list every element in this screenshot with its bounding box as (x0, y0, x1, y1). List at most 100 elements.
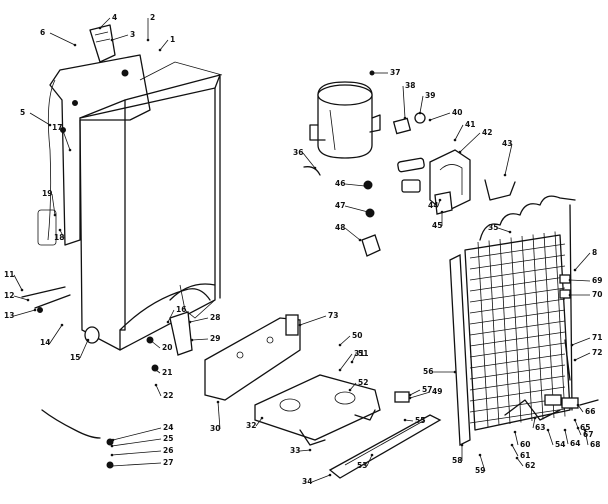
callout-number-1: 1 (170, 35, 175, 44)
leader-dot (146, 38, 150, 42)
cabinet (79, 61, 223, 351)
callout-number-43: 43 (502, 139, 512, 148)
leader-dot (568, 293, 572, 297)
leader-line (497, 227, 511, 233)
leader-dot (403, 418, 407, 422)
leader-dot (428, 118, 432, 122)
bracket-28 (146, 311, 193, 372)
callout-number-61: 61 (520, 451, 530, 460)
leader-dot (26, 298, 30, 302)
leader-line (167, 309, 175, 323)
leader-dot (20, 288, 24, 292)
callout-number-19: 19 (42, 189, 52, 198)
callout-number-57: 57 (422, 385, 432, 394)
leader-dot (453, 370, 457, 374)
callout-number-3: 3 (130, 30, 135, 39)
callout-number-42: 42 (482, 128, 492, 137)
leader-line (584, 429, 589, 446)
leader-line (577, 404, 584, 413)
leader-line (349, 382, 357, 391)
leader-line (13, 309, 36, 317)
callout-number-16: 16 (176, 305, 186, 314)
leader-dot (583, 428, 587, 432)
callout-number-32: 32 (246, 421, 256, 430)
leader-line (532, 417, 536, 429)
bracket-icon (37, 209, 57, 246)
leader-dot (154, 383, 158, 387)
mounting-plate (204, 314, 301, 401)
callout-number-27: 27 (163, 458, 173, 467)
leader-line (191, 338, 209, 341)
leader-dot (154, 368, 158, 372)
callout-number-2: 2 (150, 13, 155, 22)
leader-dot (408, 396, 412, 400)
leader-line (351, 353, 357, 363)
callout-number-34: 34 (302, 477, 312, 486)
callout-number-14: 14 (40, 338, 50, 347)
leader-line (111, 462, 162, 467)
leader-line (79, 339, 89, 359)
leader-line (574, 419, 579, 429)
callout-number-46: 46 (335, 179, 345, 188)
leader-dot (350, 360, 354, 364)
leader-dot (366, 210, 370, 214)
leader-line (366, 454, 373, 467)
rail-11 (21, 286, 71, 313)
leader-line (112, 427, 162, 441)
leader-dot (440, 210, 444, 214)
leader-line (402, 85, 406, 119)
callout-number-13: 13 (4, 311, 14, 320)
leader-line (479, 454, 486, 472)
leader-dot (363, 184, 367, 188)
callout-number-53: 53 (357, 461, 367, 470)
leader-dot (370, 453, 374, 457)
leader-line (255, 417, 263, 427)
callout-number-18: 18 (54, 233, 64, 242)
condenser (449, 195, 599, 447)
callout-layer: 1234568111213141516171819202122242526272… (4, 13, 602, 486)
leader-dot (98, 26, 102, 30)
leader-dot (110, 453, 114, 457)
leader-dot (110, 444, 114, 448)
leader-dot (503, 173, 507, 177)
callout-number-24: 24 (163, 423, 173, 432)
leader-dot (216, 400, 220, 404)
callout-number-26: 26 (163, 446, 173, 455)
leader-dot (58, 228, 62, 232)
leader-line (155, 384, 162, 397)
leader-dot (53, 213, 57, 217)
leader-line (189, 317, 209, 323)
leader-dot (563, 428, 567, 432)
callout-number-48: 48 (335, 223, 345, 232)
leader-line (404, 419, 414, 422)
callout-number-56: 56 (423, 367, 433, 376)
callout-number-12: 12 (4, 291, 14, 300)
leader-dot (298, 323, 302, 327)
leader-line (344, 227, 361, 241)
leader-line (111, 438, 162, 447)
leader-dot (328, 473, 332, 477)
leader-dot (576, 426, 580, 430)
leader-dot (570, 343, 574, 347)
leader-line (159, 39, 169, 51)
leader-line (29, 112, 51, 126)
leader-dot (408, 393, 412, 397)
leader-dot (33, 308, 37, 312)
leader-dot (460, 443, 464, 447)
leader-line (547, 429, 554, 446)
leader-line (459, 132, 481, 153)
callout-number-39: 39 (425, 91, 435, 100)
leader-line (111, 450, 162, 456)
leader-dot (370, 71, 374, 75)
callout-number-15: 15 (70, 353, 80, 362)
leader-line (339, 335, 351, 346)
leader-dot (73, 43, 77, 47)
leader-line (59, 229, 65, 239)
leader-line (454, 124, 464, 141)
callout-number-35: 35 (488, 223, 498, 232)
leader-line (409, 391, 431, 399)
leader-line (217, 401, 221, 430)
leader-line (49, 324, 63, 344)
leader-dot (48, 123, 52, 127)
